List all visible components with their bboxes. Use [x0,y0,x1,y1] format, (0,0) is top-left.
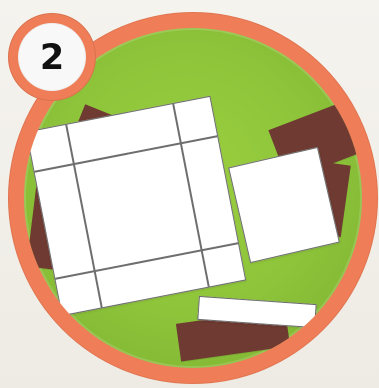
net-fold-line-horizontal-1 [34,135,217,172]
step-number: 2 [40,41,64,76]
step-badge-inner: 2 [18,23,86,91]
box-net-sheet [26,96,246,316]
net-fold-line-vertical-2 [172,104,209,287]
net-fold-line-horizontal-2 [55,242,238,279]
step-badge: 2 [8,13,96,101]
net-fold-line-vertical-1 [65,125,102,308]
